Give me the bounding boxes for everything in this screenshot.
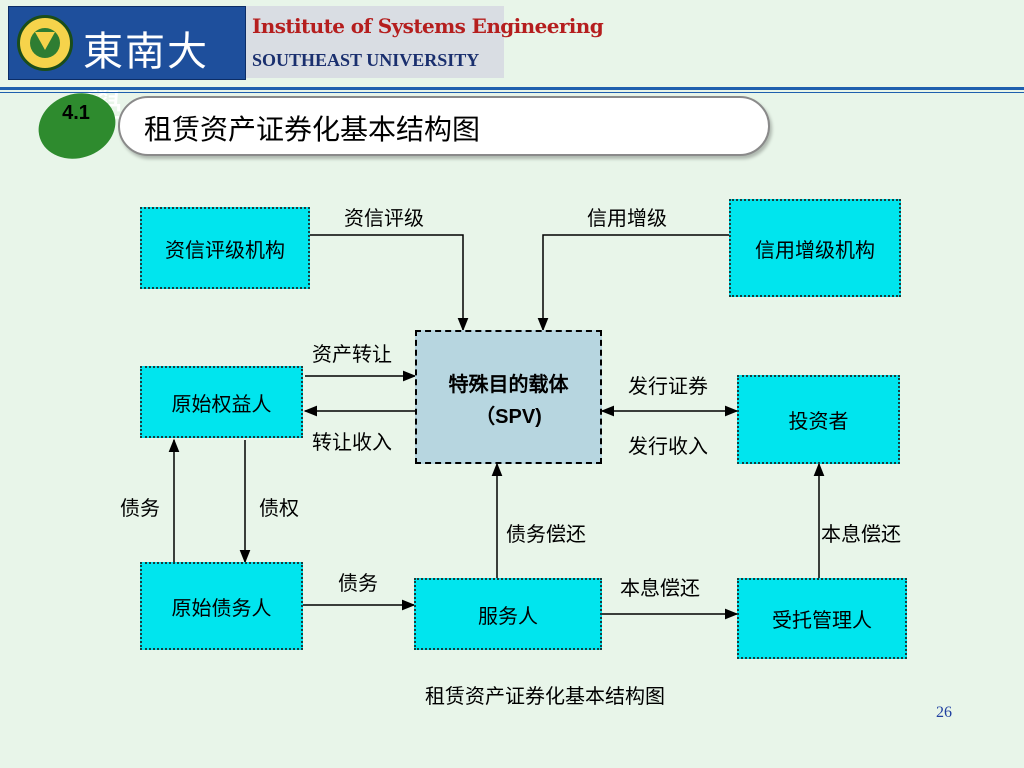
node-servicer: 服务人 bbox=[414, 578, 602, 650]
label-credit-enhancement: 信用增级 bbox=[587, 206, 667, 230]
label-debt-left: 债务 bbox=[120, 496, 160, 520]
arrow-rating-to-spv bbox=[310, 234, 469, 332]
page-number: 26 bbox=[936, 704, 952, 721]
spv-label-main: 特殊目的载体 bbox=[448, 372, 569, 396]
label-rating: 资信评级 bbox=[344, 206, 424, 230]
slide-title: 租赁资产证券化基本结构图 bbox=[144, 113, 481, 146]
institute-banner: Institute of Systems Engineering SOUTHEA… bbox=[246, 6, 604, 78]
section-number: 4.1 bbox=[62, 102, 90, 124]
node-credit-enhancer: 信用增级机构 bbox=[729, 199, 901, 297]
university-logo: 東南大學 bbox=[8, 6, 246, 133]
node-rating-agency: 资信评级机构 bbox=[140, 207, 310, 289]
node-investor: 投资者 bbox=[737, 375, 900, 464]
label-asset-transfer: 资产转让 bbox=[312, 342, 392, 366]
spv-label-abbr: （SPV) bbox=[475, 406, 542, 428]
node-originator: 原始权益人 bbox=[140, 366, 303, 438]
node-spv: 特殊目的载体 （SPV) bbox=[415, 330, 602, 464]
label-principal-interest-right: 本息偿还 bbox=[821, 522, 901, 546]
node-obligor: 原始债务人 bbox=[140, 562, 303, 650]
header-banner: 東南大學 Institute of Systems Engineering SO… bbox=[0, 0, 1024, 133]
label-principal-interest-bottom: 本息偿还 bbox=[620, 576, 700, 600]
university-seal-icon bbox=[17, 15, 73, 71]
institute-name: Institute of Systems Engineering bbox=[252, 14, 604, 38]
label-debt-bottom: 债务 bbox=[338, 571, 378, 595]
label-issue-securities: 发行证券 bbox=[628, 374, 708, 398]
header-divider-thin bbox=[0, 92, 1024, 93]
arrow-credit-to-spv bbox=[537, 234, 730, 332]
label-transfer-income: 转让收入 bbox=[312, 430, 392, 454]
university-name-en: SOUTHEAST UNIVERSITY bbox=[252, 50, 480, 70]
label-debt-repay: 债务偿还 bbox=[506, 522, 586, 546]
header-divider bbox=[0, 87, 1024, 90]
label-claim: 债权 bbox=[259, 496, 299, 520]
slide-title-bar: 租赁资产证券化基本结构图 bbox=[118, 96, 770, 156]
node-trustee: 受托管理人 bbox=[737, 578, 907, 659]
label-issue-income: 发行收入 bbox=[628, 434, 708, 458]
figure-caption: 租赁资产证券化基本结构图 bbox=[425, 684, 665, 708]
